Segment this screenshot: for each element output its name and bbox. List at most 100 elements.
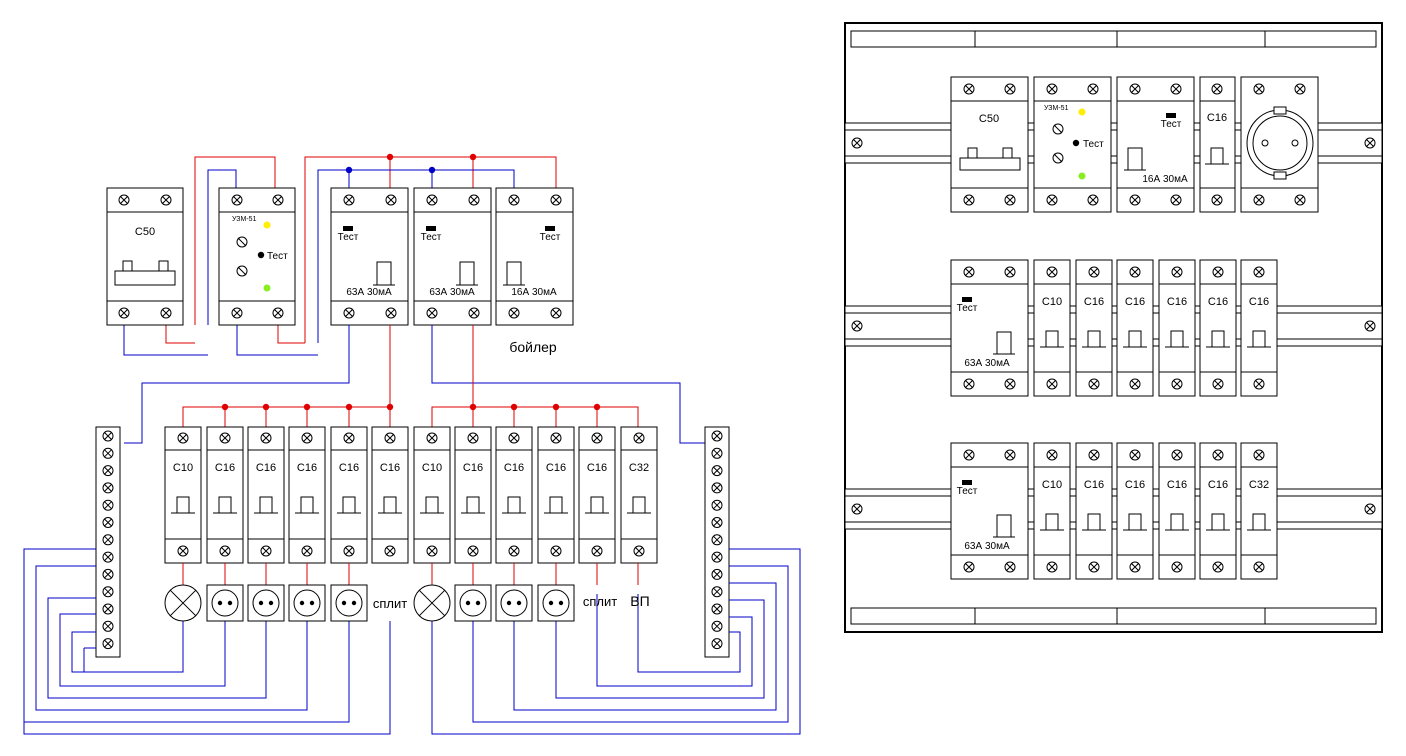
toggle-lever-icon [373, 261, 395, 286]
screw-circle [231, 307, 243, 319]
terminal-screw-icon [1211, 83, 1223, 95]
toggle-lever-icon [378, 496, 402, 514]
screw-cross [713, 587, 721, 596]
socket-icon [330, 584, 368, 622]
screw-circle [1129, 378, 1141, 390]
screw-cross [262, 434, 270, 442]
screw-cross [233, 196, 241, 204]
screw-circle [633, 545, 645, 557]
terminal-screw-icon [219, 432, 231, 444]
main-breaker-body [950, 76, 1029, 213]
terminal-screw-icon [1171, 378, 1183, 390]
socket-pin [351, 600, 357, 606]
breaker-rating: C16 [463, 462, 483, 474]
circuit-breaker: C16 [371, 426, 409, 564]
screw-cross [387, 309, 395, 317]
breaker-rating: C16 [587, 462, 607, 474]
circuit-breaker: C16 [1116, 259, 1154, 397]
screw-cross [510, 196, 518, 204]
screw-cross [1006, 268, 1014, 276]
screw-cross [303, 547, 311, 555]
toggle-lever-icon [1206, 330, 1230, 348]
screw-cross [274, 196, 282, 204]
cable-duct [850, 30, 1377, 48]
terminal-screw-icon [468, 194, 480, 206]
terminal-screw-icon [231, 307, 243, 319]
socket-ring [459, 589, 487, 617]
toggle-lever-icon [254, 496, 278, 514]
circuit-breaker: C16 [454, 426, 492, 564]
breaker-body [288, 426, 326, 564]
toggle-lever-icon [420, 496, 444, 514]
circuit-breaker-body [1033, 259, 1071, 397]
junction-dot [262, 403, 270, 411]
screw-cross [1048, 268, 1056, 276]
toggle-lever-icon [544, 496, 568, 514]
screw-cross [713, 622, 721, 631]
screw-circle [1046, 378, 1058, 390]
terminal-screw-icon [384, 432, 396, 444]
screw-cross [1296, 196, 1304, 204]
circuit-breaker-body [1158, 442, 1196, 580]
wire [35, 565, 308, 711]
screw-circle [102, 620, 114, 632]
terminal-screw-icon [272, 307, 284, 319]
terminal-screw-icon [1087, 194, 1099, 206]
screw-circle [260, 545, 272, 557]
terminal-screw-icon [711, 499, 723, 511]
terminal-screw-icon [1129, 266, 1141, 278]
toggle-lever-icon [1082, 513, 1106, 531]
terminal-screw-icon [1253, 378, 1265, 390]
terminal-screw-icon [1294, 83, 1306, 95]
screw-cross [1214, 563, 1222, 571]
circuit-breaker: C16 [1116, 442, 1154, 580]
toggle-lever-icon [461, 496, 485, 514]
circuit-breaker: C16 [1199, 76, 1236, 213]
screw-cross [1255, 380, 1263, 388]
screw-circle [1253, 194, 1265, 206]
screw-cross [1090, 268, 1098, 276]
terminal-screw-icon [1253, 449, 1265, 461]
cable-duct [850, 607, 1377, 625]
toggle-lever-icon [1040, 330, 1064, 348]
label: C50 [135, 226, 155, 238]
screw-circle [102, 603, 114, 615]
rcd-module-body [330, 187, 409, 326]
terminal-screw-icon [711, 603, 723, 615]
screw-circle [1088, 561, 1100, 573]
circuit-breaker: C10 [1033, 442, 1071, 580]
screw-circle [272, 307, 284, 319]
terminal-screw-icon [1171, 561, 1183, 573]
socket-module-body [1240, 76, 1319, 213]
junction-dot [469, 403, 477, 411]
socket-ring [211, 589, 239, 617]
breaker-rating: C16 [1084, 479, 1104, 491]
terminal-screw-icon [550, 194, 562, 206]
screw-cross [1173, 268, 1181, 276]
screw-circle [1253, 83, 1265, 95]
circuit-breaker-body [1199, 259, 1237, 397]
ground-clip [1273, 106, 1287, 115]
screw-circle [963, 561, 975, 573]
screw-circle [343, 545, 355, 557]
wire-neutral [207, 169, 237, 325]
screw-circle [1364, 137, 1376, 149]
wire-neutral [124, 325, 350, 444]
screw-cross [552, 196, 560, 204]
screw-cross [965, 85, 973, 93]
screw-circle [550, 194, 562, 206]
screw-circle [1253, 449, 1265, 461]
screw-circle [102, 568, 114, 580]
test-button-icon [962, 480, 972, 485]
circuit-breaker: C16 [330, 426, 368, 564]
breaker-rating: C10 [422, 462, 442, 474]
screw-cross [104, 639, 112, 648]
screw-cross [510, 547, 518, 555]
terminal-screw-icon [550, 307, 562, 319]
breaker-rating: C16 [297, 462, 317, 474]
terminal-screw-icon [219, 545, 231, 557]
breaker-body [620, 426, 658, 564]
test-button-icon [1072, 139, 1080, 147]
led-green-icon [1078, 172, 1086, 180]
